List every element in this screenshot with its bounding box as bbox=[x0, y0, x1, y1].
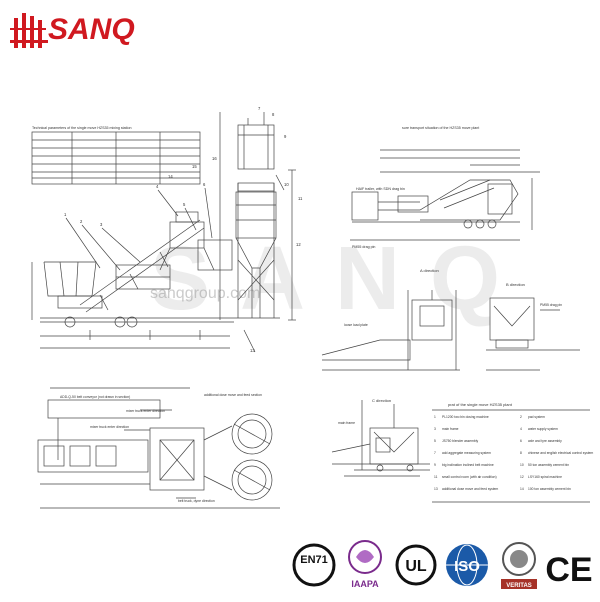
part-callout: 2 bbox=[80, 219, 83, 224]
parts-table-cell: pad system bbox=[528, 415, 545, 419]
part-callout: 16 bbox=[212, 156, 217, 161]
parts-table-cell: 4 bbox=[520, 427, 522, 431]
part-callout: 6 bbox=[203, 182, 206, 187]
parts-table-cell: 6 bbox=[520, 439, 522, 443]
watermark-letters: SANQ bbox=[150, 229, 531, 329]
part-callout: 14 bbox=[168, 174, 173, 179]
c-direction-label: C direction bbox=[372, 398, 391, 403]
part-callout: 7 bbox=[258, 106, 261, 111]
parts-table-frame bbox=[432, 409, 590, 503]
parts-table-cell: PL1200 two bin dosing machine bbox=[442, 415, 489, 419]
a-direction-label: A direction bbox=[420, 268, 439, 273]
part-callout: 8 bbox=[272, 112, 275, 117]
iso-icon: ISO bbox=[442, 535, 492, 597]
part-callout: 11 bbox=[298, 196, 303, 201]
parts-table-title: prat of the single move HZS35 plant bbox=[448, 402, 513, 407]
plan-label-c: additional dose move and feed section bbox=[204, 393, 262, 397]
drag-pin-label: PM55 drag pin bbox=[352, 245, 375, 249]
part-callout: 13 bbox=[250, 348, 255, 353]
c-direction-view bbox=[331, 400, 430, 477]
parts-table-cell: 8 bbox=[520, 451, 522, 455]
ramp-label: loose load plate bbox=[344, 323, 368, 327]
parts-table-cell: LSY160 spiral machine bbox=[528, 475, 562, 479]
part-callout: 3 bbox=[100, 222, 103, 227]
part-callout: 15 bbox=[192, 164, 197, 169]
parts-table-cell: 11 bbox=[434, 475, 438, 479]
main-frame-label: main frame bbox=[338, 421, 355, 425]
parts-table-cell: 3 bbox=[434, 427, 436, 431]
ul-icon: UL bbox=[392, 535, 440, 597]
iso-label: ISO bbox=[454, 558, 480, 575]
parts-table-cell: axle and tyre assembly bbox=[528, 439, 562, 443]
parts-table-cell: additional dose move and feed system bbox=[442, 487, 499, 491]
sanq-logo bbox=[8, 10, 148, 50]
parts-table-cell: add aggregate measuring system bbox=[442, 451, 491, 455]
part-callout: 12 bbox=[296, 242, 301, 247]
parts-table-cell: JS750 blender assembly bbox=[442, 439, 478, 443]
parts-table-cell: 7 bbox=[434, 451, 436, 455]
b-direction-label: B direction bbox=[506, 282, 525, 287]
parts-table-cell: 5 bbox=[434, 439, 436, 443]
plan-view bbox=[37, 387, 280, 509]
part-callout: 4 bbox=[156, 184, 159, 189]
plan-label-b: mixer truck enter direction bbox=[90, 425, 129, 429]
parts-table-cell: 100 ton assembly cement bin bbox=[528, 487, 571, 491]
parts-table-cell: 2 bbox=[520, 415, 522, 419]
plan-top-label: ADD-Q-50 belt conveyor (not drawn in sec… bbox=[60, 395, 130, 399]
main-elevation bbox=[31, 112, 296, 353]
part-callout: 10 bbox=[284, 182, 289, 187]
parts-table-cell: 50 ton assembly cement bin bbox=[528, 463, 569, 467]
drag-pin-label-b: PM55 drag pin bbox=[540, 303, 562, 307]
ce-icon: CE bbox=[544, 535, 594, 597]
parts-table-cell: big inclination inclined belt machine bbox=[442, 463, 494, 467]
transport-view bbox=[321, 149, 580, 371]
parts-table-cell: main frame bbox=[442, 427, 459, 431]
iaapa-icon: IAAPA bbox=[342, 535, 388, 597]
main-elevation-title: Technical parameters of the single move … bbox=[32, 126, 131, 130]
sanq-tower-icon bbox=[10, 13, 48, 48]
veritas-label: VERITAS bbox=[506, 583, 532, 589]
parts-table-cell: 14 bbox=[520, 487, 524, 491]
en71-icon: EN71 bbox=[290, 535, 338, 597]
plan-label-a: mixer truck enter direction bbox=[126, 409, 165, 413]
parts-table-cell: 1 bbox=[434, 415, 436, 419]
ul-label: UL bbox=[405, 558, 427, 575]
parts-table-cell: 10 bbox=[520, 463, 524, 467]
certification-bar: EN71 IAAPA UL ISO VERITAS C bbox=[290, 535, 595, 597]
transport-title: sure transport situation of the HZS35 mo… bbox=[402, 126, 479, 130]
watermark-url: sanqgroup.com bbox=[150, 285, 261, 302]
parts-table: 1 PL1200 two bin dosing machine 2 pad syste… bbox=[434, 415, 593, 491]
parts-table-cell: 13 bbox=[434, 487, 438, 491]
parts-table-cell: 12 bbox=[520, 475, 524, 479]
parts-table-cell: 9 bbox=[434, 463, 436, 467]
part-callout: 9 bbox=[284, 134, 287, 139]
ce-label: CE bbox=[545, 551, 592, 589]
iaapa-label: IAAPA bbox=[351, 579, 379, 589]
bureau-veritas-icon: VERITAS bbox=[496, 535, 542, 597]
part-callout: 5 bbox=[183, 202, 186, 207]
parts-table-cell: chinese and english electrical control s… bbox=[528, 451, 593, 455]
part-callout: 1 bbox=[64, 212, 67, 217]
plan-label-d: belt truck, dyne direction bbox=[178, 499, 215, 503]
brand-name: SANQ bbox=[48, 13, 135, 46]
en71-label: EN71 bbox=[300, 554, 328, 566]
trailer-label: HAIF trailer, with SDN drag bin bbox=[356, 187, 405, 191]
parts-table-cell: water supply system bbox=[528, 427, 558, 431]
parts-table-cell: small control room (with air condition) bbox=[442, 475, 497, 479]
